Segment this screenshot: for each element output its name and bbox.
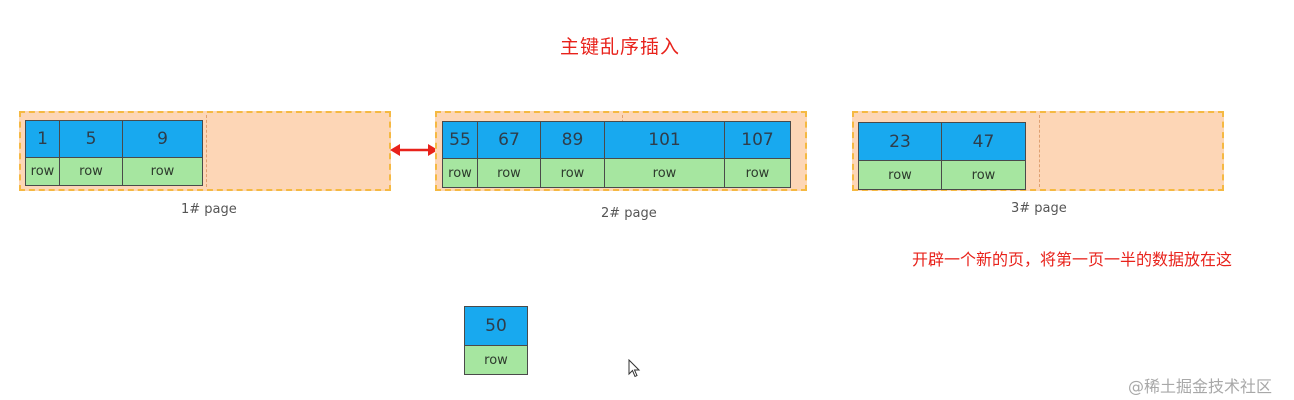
record-row: row [942, 161, 1025, 189]
record-key: 50 [465, 307, 527, 346]
record-key: 101 [605, 122, 724, 159]
record-row: row [465, 346, 527, 374]
watermark: @稀土掘金技术社区 [1128, 377, 1273, 396]
page-3-records: 23 row 47 row [858, 122, 1026, 190]
record-cell: 107 row [725, 121, 791, 188]
record-cell: 9 row [123, 120, 203, 186]
record-cell: 67 row [478, 121, 541, 188]
annotation-note: 开辟一个新的页，将第一页一半的数据放在这 [912, 250, 1233, 269]
record-row: row [478, 159, 540, 187]
record-row: row [541, 159, 604, 187]
record-row: row [26, 158, 59, 185]
page-1-label: 1# page [181, 202, 237, 217]
record-cell: 47 row [942, 122, 1026, 190]
record-row: row [443, 159, 477, 187]
record-cell: 5 row [60, 120, 123, 186]
record-cell: 101 row [605, 121, 725, 188]
record-cell: 50 row [464, 306, 528, 375]
diagram-title: 主键乱序插入 [560, 36, 681, 58]
record-row: row [605, 159, 724, 187]
record-key: 47 [942, 123, 1025, 161]
record-key: 1 [26, 121, 59, 158]
record-row: row [60, 158, 122, 185]
mouse-pointer-icon [628, 359, 641, 378]
double-arrow-icon [390, 144, 438, 156]
record-cell: 1 row [25, 120, 60, 186]
record-cell: 23 row [858, 122, 942, 190]
page-2-label: 2# page [601, 206, 657, 221]
record-key: 89 [541, 122, 604, 159]
record-key: 67 [478, 122, 540, 159]
record-row: row [725, 159, 790, 187]
record-key: 107 [725, 122, 790, 159]
page-1-divider [206, 115, 207, 187]
page-3-divider [1039, 115, 1040, 187]
page-3-label: 3# page [1011, 201, 1067, 216]
record-row: row [859, 161, 941, 189]
page-1-records: 1 row 5 row 9 row [25, 120, 203, 186]
record-row: row [123, 158, 202, 185]
page-2-records: 55 row 67 row 89 row 101 row 107 row [442, 121, 791, 188]
record-key: 55 [443, 122, 477, 159]
record-cell: 89 row [541, 121, 605, 188]
record-key: 5 [60, 121, 122, 158]
record-key: 23 [859, 123, 941, 161]
page-3: 23 row 47 row [852, 111, 1224, 191]
pending-record: 50 row [464, 306, 528, 375]
page-2: 55 row 67 row 89 row 101 row 107 row [435, 111, 807, 191]
record-key: 9 [123, 121, 202, 158]
page-1: 1 row 5 row 9 row [19, 111, 391, 191]
record-cell: 55 row [442, 121, 478, 188]
